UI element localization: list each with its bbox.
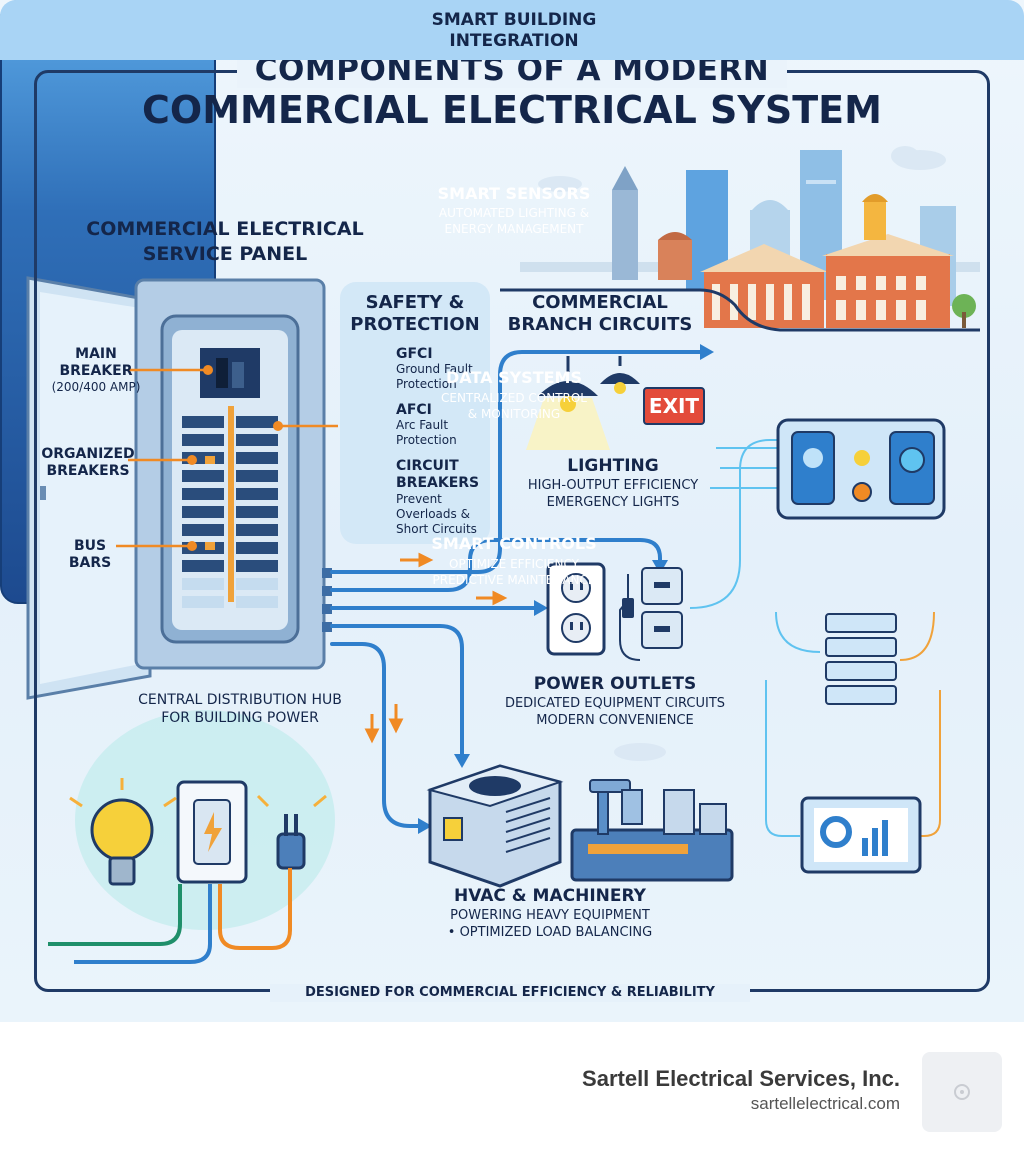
data-line-1: CENTRALIZED CONTROL <box>440 391 587 405</box>
safety-heading-2: PROTECTION <box>350 314 480 335</box>
footer-tagline: DESIGNED FOR COMMERCIAL EFFICIENCY & REL… <box>270 984 750 1002</box>
brand-logo-icon <box>922 1052 1002 1132</box>
arrowheads <box>418 344 714 834</box>
sensors-title: SMART SENSORS <box>437 184 591 203</box>
branch-heading-2: BRANCH CIRCUITS <box>507 314 693 335</box>
data-title: DATA SYSTEMS <box>446 368 582 387</box>
sensors-line-2: ENERGY MANAGEMENT <box>444 222 584 236</box>
lighting-line-2: EMERGENCY LIGHTS <box>546 495 680 510</box>
exit-sign: EXIT <box>648 394 700 418</box>
lighting-title: LIGHTING <box>567 456 659 476</box>
hvac-title: HVAC & MACHINERY <box>454 886 646 906</box>
hvac-line-2: • OPTIMIZED LOAD BALANCING <box>447 925 653 940</box>
smart-graphics <box>689 418 946 874</box>
orange-arrows <box>364 552 508 744</box>
hvac-line-1: POWERING HEAVY EQUIPMENT <box>450 908 650 923</box>
clouds <box>538 146 946 761</box>
controls-line-1: OPTIMIZE EFFICIENCY <box>449 557 579 571</box>
controls-line-2: PREDICTIVE MAINTENANCE <box>432 573 596 587</box>
infographic: COMPONENTS OF A MODERN COMMERCIAL ELECTR… <box>0 0 1024 1022</box>
wires <box>330 350 702 828</box>
outlets-line-2: MODERN CONVENIENCE <box>536 713 694 728</box>
outlets-drawing <box>546 562 683 661</box>
branch-heading-1: COMMERCIAL <box>532 292 668 313</box>
outlets-line-1: DEDICATED EQUIPMENT CIRCUITS <box>504 696 726 711</box>
afci-desc-2: Protection <box>396 433 457 447</box>
service-panel-drawing <box>26 276 338 700</box>
main-breaker-label-3: (200/400 AMP) <box>51 380 141 394</box>
smart-heading-1: SMART BUILDING <box>431 10 597 30</box>
sensors-line-1: AUTOMATED LIGHTING & <box>438 206 590 220</box>
afci-title: AFCI <box>396 402 432 418</box>
gfci-title: GFCI <box>396 346 433 362</box>
gfci-desc-2: Protection <box>396 377 457 391</box>
branch-divider-line <box>500 288 980 332</box>
safety-panel <box>340 282 490 544</box>
lighting-drawing <box>526 356 705 450</box>
brand-block: Sartell Electrical Services, Inc. sartel… <box>582 1066 900 1114</box>
outlets-title: POWER OUTLETS <box>533 674 697 694</box>
smart-header <box>0 0 1024 60</box>
cb-title-2: BREAKERS <box>396 475 480 491</box>
diagram-artwork <box>26 146 980 964</box>
bus-label-1: BUS <box>73 538 107 554</box>
cb-title-1: CIRCUIT <box>396 458 459 474</box>
gfci-desc-1: Ground Fault <box>396 362 473 376</box>
cb-desc-2: Overloads & <box>396 507 470 521</box>
brand-url: sartellelectrical.com <box>750 1094 900 1113</box>
panel-heading-2: SERVICE PANEL <box>142 243 308 265</box>
safety-heading-1: SAFETY & <box>365 292 465 313</box>
data-line-2: & MONITORING <box>467 407 561 421</box>
cb-desc-3: Short Circuits <box>396 522 477 536</box>
lighting-line-1: HIGH-OUTPUT EFFICIENCY <box>527 478 699 493</box>
main-breaker-label-1: MAIN <box>75 346 117 362</box>
hvac-drawing <box>426 764 734 888</box>
panel-caption-1: CENTRAL DISTRIBUTION HUB <box>138 692 342 708</box>
organized-label-2: BREAKERS <box>46 463 130 479</box>
smart-heading-2: INTEGRATION <box>449 31 579 51</box>
panel-heading-1: COMMERCIAL ELECTRICAL <box>86 218 364 240</box>
controls-title: SMART CONTROLS <box>431 534 597 553</box>
organized-label-1: ORGANIZED <box>41 446 135 462</box>
title-line-2: COMMERCIAL ELECTRICAL SYSTEM <box>142 88 882 132</box>
brand-name: Sartell Electrical Services, Inc. <box>582 1066 900 1091</box>
bus-label-2: BARS <box>68 555 112 571</box>
logo-placeholder-icon <box>954 1084 970 1100</box>
afci-desc-1: Arc Fault <box>396 418 449 432</box>
devices-drawing <box>48 778 327 964</box>
city-skyline <box>520 150 980 328</box>
panel-caption-2: FOR BUILDING POWER <box>161 710 319 726</box>
main-breaker-label-2: BREAKER <box>59 363 133 379</box>
cb-desc-1: Prevent <box>396 492 442 506</box>
